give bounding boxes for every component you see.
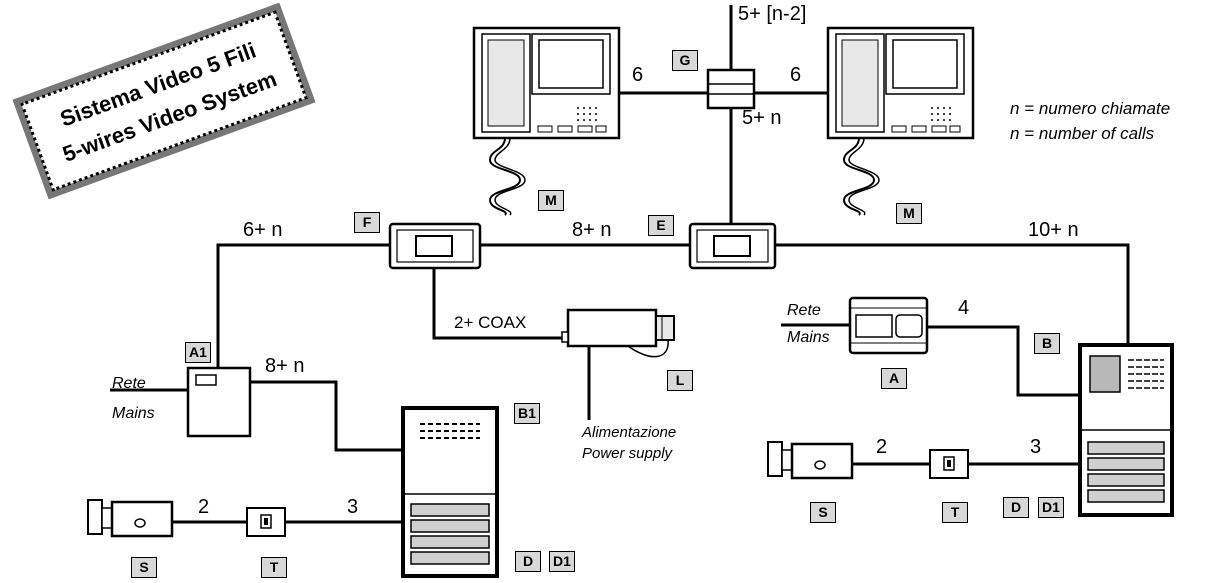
wire-label-e-right: 10+ n bbox=[1028, 219, 1079, 241]
wire-label-a-b: 4 bbox=[958, 297, 970, 319]
wire-label-t-d-right: 3 bbox=[1030, 436, 1042, 458]
tag-a1: A1 bbox=[185, 342, 211, 363]
tag-b1: B1 bbox=[514, 403, 540, 424]
electric-lock-s-right bbox=[767, 441, 854, 480]
wire-label-s-t-left: 2 bbox=[198, 496, 210, 518]
wire-label-g-left: 6 bbox=[632, 64, 644, 86]
speaker-grille-left bbox=[577, 107, 597, 121]
wire-label-coax: 2+ COAX bbox=[454, 313, 527, 332]
wire-label-g-top: 5+ [n-2] bbox=[738, 3, 807, 25]
wires bbox=[110, 5, 1130, 524]
mains-left-line-2: Mains bbox=[112, 405, 155, 422]
push-button-t-left bbox=[246, 507, 286, 537]
tag-d1-right: D1 bbox=[1038, 497, 1064, 518]
tag-d-left: D bbox=[515, 551, 541, 572]
distributor-f bbox=[388, 222, 482, 270]
tag-b: B bbox=[1034, 333, 1060, 354]
wire-label-s-t-right: 2 bbox=[876, 436, 888, 458]
tag-s-left: S bbox=[131, 557, 157, 578]
distributor-e bbox=[688, 222, 777, 270]
nameplate-lines-b bbox=[1128, 359, 1164, 389]
mains-right-line-1: Rete bbox=[787, 302, 821, 319]
tag-f: F bbox=[354, 212, 380, 233]
entrance-panel-b1 bbox=[401, 406, 499, 578]
tag-a: A bbox=[881, 368, 907, 389]
wire-e-b bbox=[775, 243, 1130, 345]
power-supply-line-1: Alimentazione bbox=[582, 424, 677, 441]
video-monitor-right bbox=[826, 26, 975, 216]
video-monitor-left bbox=[472, 26, 621, 216]
push-button-t-right bbox=[929, 449, 969, 479]
tag-t-left: T bbox=[261, 557, 287, 578]
mains-left-line-1: Rete bbox=[112, 375, 146, 392]
speaker-grille-right bbox=[931, 107, 951, 121]
wire-label-a1-b1: 8+ n bbox=[265, 355, 305, 377]
tag-t-right: T bbox=[942, 502, 968, 523]
electric-lock-s-left bbox=[87, 499, 174, 538]
junction-box-g bbox=[706, 68, 756, 110]
power-supply-line-2: Power supply bbox=[582, 445, 673, 462]
tag-s-right: S bbox=[810, 502, 836, 523]
entrance-panel-b bbox=[1078, 343, 1174, 517]
speaker-grille-b1 bbox=[420, 423, 480, 439]
wire-label-f-e: 8+ n bbox=[572, 219, 612, 241]
tag-e: E bbox=[648, 215, 674, 236]
wire-a-b bbox=[927, 325, 1080, 397]
tag-d-right: D bbox=[1003, 497, 1029, 518]
legend-line-1: n = numero chiamate bbox=[1010, 99, 1171, 118]
mains-right-line-2: Mains bbox=[787, 329, 830, 346]
wire-label-f-left: 6+ n bbox=[243, 219, 283, 241]
tag-m-right: M bbox=[896, 203, 922, 224]
wire-label-g-bottom: 5+ n bbox=[742, 107, 782, 129]
wire-a1-f bbox=[216, 243, 390, 368]
tag-d1-left: D1 bbox=[549, 551, 575, 572]
tag-m-left: M bbox=[538, 190, 564, 211]
wire-label-g-right: 6 bbox=[790, 64, 802, 86]
tag-l: L bbox=[667, 370, 693, 391]
power-supply-a1 bbox=[186, 366, 252, 438]
wire-f-camera bbox=[432, 268, 568, 340]
wire-label-t-d-left: 3 bbox=[347, 496, 359, 518]
tag-g: G bbox=[672, 50, 698, 71]
cctv-camera-l bbox=[561, 308, 675, 358]
power-supply-a bbox=[848, 296, 929, 355]
wire-a1-b1 bbox=[250, 380, 403, 452]
legend-line-2: n = number of calls bbox=[1010, 124, 1155, 143]
